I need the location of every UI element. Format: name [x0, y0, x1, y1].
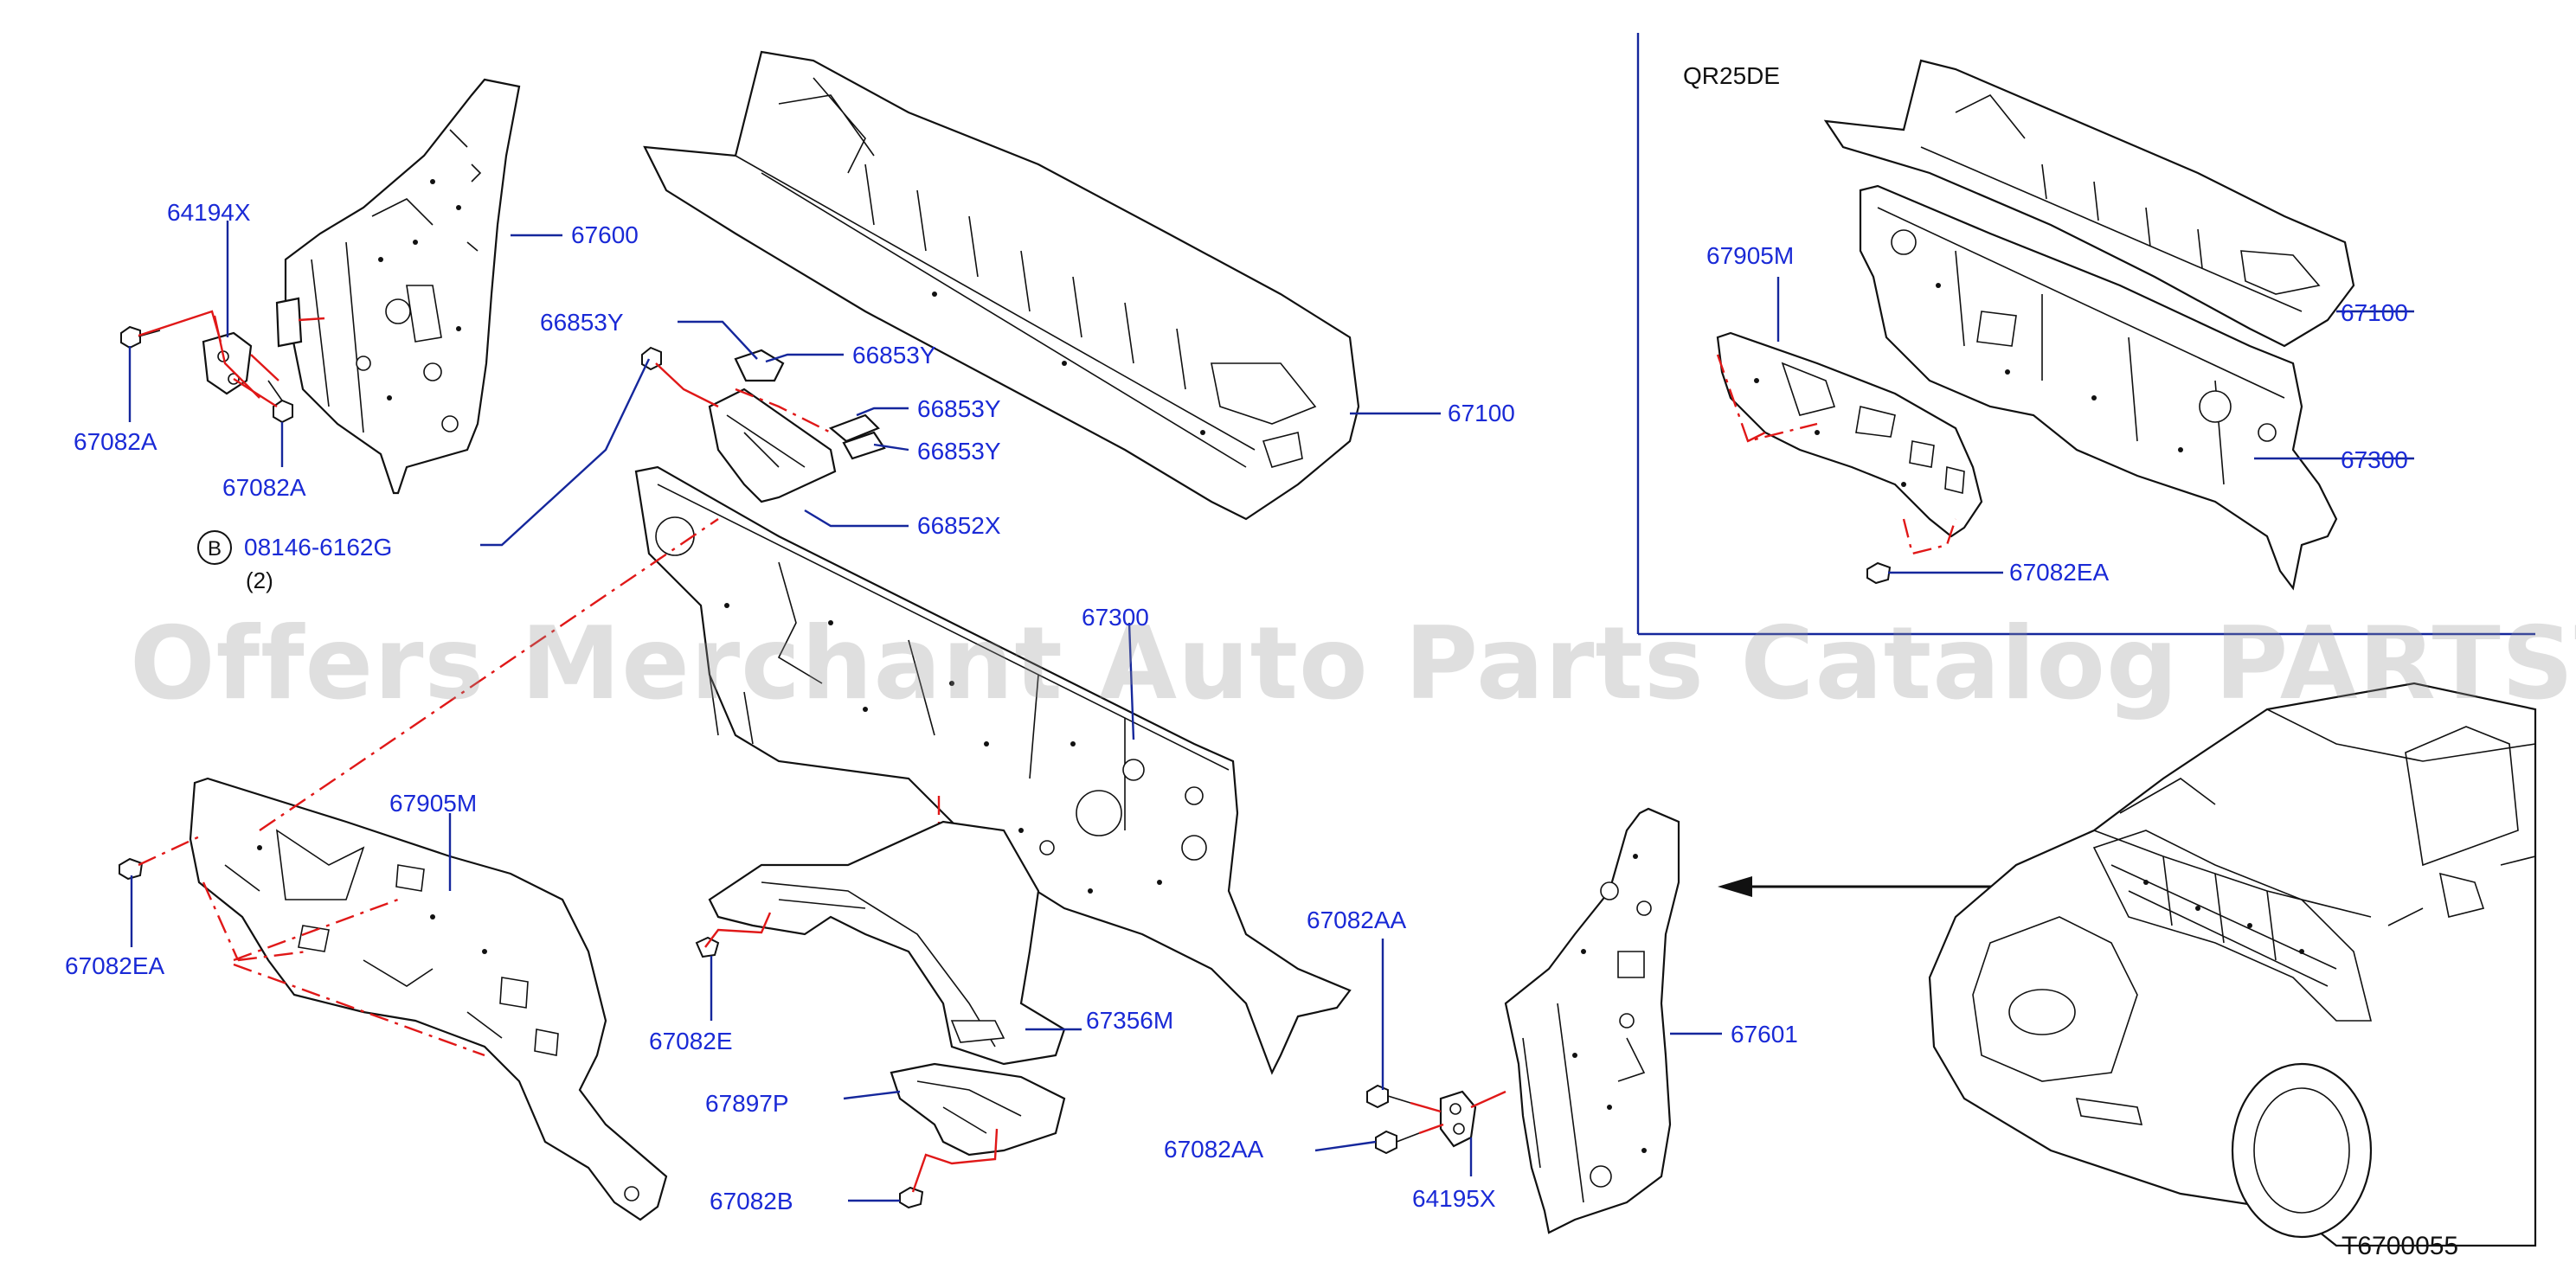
red-alignment-64194X [138, 310, 325, 408]
red-alignment-67905M [138, 518, 719, 1057]
bolt-quantity: (2) [246, 567, 273, 593]
bolt-67082AA-1[interactable] [1366, 1084, 1411, 1109]
seal-66853Y-3[interactable] [828, 413, 880, 443]
inset-dash-insulator-67905M[interactable] [1716, 331, 1983, 538]
part-label-64194X[interactable]: 64194X [167, 199, 251, 226]
bolt-67082A-1[interactable] [120, 325, 161, 349]
side-panel-67600[interactable] [284, 78, 521, 495]
clip-67082EA-main[interactable] [119, 857, 144, 881]
bolt-67082A-2[interactable] [267, 380, 293, 424]
part-label-67600[interactable]: 67600 [571, 221, 639, 248]
leader-lines [128, 221, 2414, 1202]
part-label-67082AA-2[interactable]: 67082AA [1164, 1136, 1264, 1163]
inset-cowl-top-67100[interactable] [1823, 59, 2355, 348]
part-label-67082EA-main[interactable]: 67082EA [65, 952, 165, 979]
inset-clip-67082EA[interactable] [1866, 561, 1892, 585]
seal-66852X[interactable] [708, 388, 837, 503]
part-label-66853Y-4[interactable]: 66853Y [917, 438, 1001, 465]
vehicle-front-view [1928, 682, 2537, 1247]
part-label-08146-6162G[interactable]: 08146-6162G [244, 534, 393, 561]
part-label-67905M-inset[interactable]: 67905M [1706, 242, 1795, 269]
part-label-66853Y-2[interactable]: 66853Y [852, 342, 936, 368]
insulator-67897P[interactable] [890, 1062, 1066, 1157]
part-label-66852X[interactable]: 66852X [917, 512, 1001, 539]
diagram-code: T6700055 [2342, 1232, 2459, 1260]
location-arrow-head [1718, 876, 1752, 897]
part-label-67897P[interactable]: 67897P [705, 1090, 789, 1117]
part-label-67356M[interactable]: 67356M [1086, 1007, 1174, 1034]
bolt-callout-symbol: B [197, 530, 232, 565]
dash-panel-67300[interactable] [634, 465, 1352, 1075]
part-label-67082EA-inset[interactable]: 67082EA [2009, 559, 2110, 586]
part-label-67100-inset[interactable]: 67100 [2341, 299, 2408, 326]
part-label-67300-inset[interactable]: 67300 [2341, 446, 2408, 473]
red-alignment-64195X [1410, 1090, 1506, 1135]
red-alignment-bolt-b [655, 362, 719, 408]
part-label-67300-main[interactable]: 67300 [1082, 604, 1149, 631]
part-label-67100-main[interactable]: 67100 [1448, 400, 1515, 426]
part-label-67082AA-1[interactable]: 67082AA [1307, 907, 1407, 933]
part-label-67082E[interactable]: 67082E [649, 1028, 733, 1054]
part-label-67082B[interactable]: 67082B [710, 1188, 793, 1214]
inset-red-alignment [1716, 354, 1957, 555]
side-panel-67601[interactable] [1504, 807, 1680, 1234]
part-label-64195X[interactable]: 64195X [1412, 1185, 1496, 1212]
engine-variant-label: QR25DE [1683, 62, 1781, 89]
red-alignment-67082E [704, 912, 772, 948]
bolt-67082AA-2[interactable] [1375, 1130, 1420, 1155]
part-label-67082A-2[interactable]: 67082A [222, 474, 306, 501]
part-label-66853Y-3[interactable]: 66853Y [917, 395, 1001, 422]
cowl-top-67100[interactable] [643, 50, 1360, 521]
red-alignment-67082B [911, 1128, 999, 1193]
insulator-67356M[interactable] [708, 820, 1066, 1066]
clip-67082E[interactable] [695, 936, 720, 958]
bracket-64194X[interactable] [202, 297, 303, 395]
red-alignment-seals [735, 388, 832, 434]
inset-dash-panel-67300[interactable] [1859, 184, 2338, 591]
seal-66853Y-1[interactable] [734, 349, 785, 382]
dash-insulator-67905M[interactable] [189, 777, 668, 1221]
part-label-67905M-main[interactable]: 67905M [389, 790, 478, 817]
part-label-66853Y-1[interactable]: 66853Y [540, 309, 624, 336]
seal-66853Y-4[interactable] [842, 431, 886, 460]
clip-67082B[interactable] [899, 1186, 924, 1209]
part-label-67082A-1[interactable]: 67082A [74, 428, 157, 455]
part-label-67601[interactable]: 67601 [1731, 1021, 1798, 1048]
inset-frame [1636, 33, 2535, 636]
